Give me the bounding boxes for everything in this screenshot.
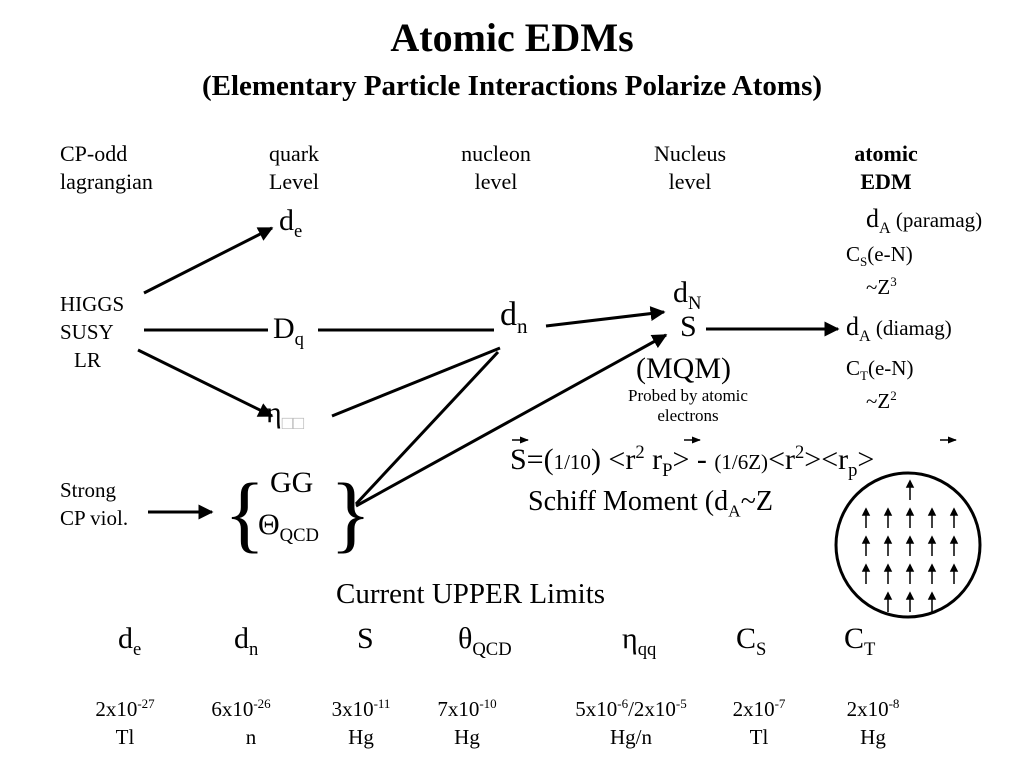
quark-gg: GG xyxy=(270,466,314,499)
quark-de: de xyxy=(279,204,303,242)
spin-arrow-head xyxy=(883,563,893,572)
nucleus-schiff-s: S xyxy=(680,310,697,343)
nucleus-mqm: (MQM) xyxy=(636,352,731,385)
arrow-theta-to-s xyxy=(355,333,668,508)
spin-arrow-head xyxy=(883,535,893,544)
probed-note: Probed by atomic electrons xyxy=(628,386,748,425)
arrow-higgs-to-de xyxy=(143,226,274,295)
quark-dq: Dq xyxy=(273,312,304,350)
spin-arrow-head xyxy=(905,563,915,572)
limit-value-eta: 5x10-6/2x10-5 Hg/n xyxy=(575,696,687,749)
spin-arrow-head xyxy=(949,563,959,572)
arrow-higgs-to-eta xyxy=(137,348,274,418)
slide-subtitle: (Elementary Particle Interactions Polari… xyxy=(201,70,823,102)
spin-arrow-head xyxy=(927,591,937,600)
nucleus-circle xyxy=(834,471,982,619)
spin-arrows xyxy=(861,479,959,612)
left-brace: { xyxy=(224,465,266,561)
limit-symbol-de: de xyxy=(118,622,142,660)
limit-value-de: 2x10-27 Tl xyxy=(95,696,155,749)
limit-symbol-theta: θQCD xyxy=(458,622,512,660)
slide-title: Atomic EDMs xyxy=(390,15,634,60)
spin-arrow-head xyxy=(861,507,871,516)
line-theta-to-dn xyxy=(354,350,500,506)
atomic-da-paramag: dA (paramag) xyxy=(866,204,983,238)
spin-arrow-head xyxy=(905,507,915,516)
arrow-dn-to-s xyxy=(545,306,666,328)
limit-symbol-dn: dn xyxy=(234,622,259,660)
spin-arrow-head xyxy=(905,535,915,544)
limit-value-s: 3x10-11 Hg xyxy=(331,696,391,749)
limit-value-ct: 2x10-8 Hg xyxy=(846,696,900,749)
limit-value-cs: 2x10-7 Tl xyxy=(732,696,786,749)
nucleon-dn: dn xyxy=(500,296,528,338)
atomic-z3: ~Z3 xyxy=(866,274,897,299)
limit-symbol-s: S xyxy=(357,622,374,655)
limits-heading: Current UPPER Limits xyxy=(336,578,606,610)
spin-arrow-head xyxy=(883,591,893,600)
spin-arrow-head xyxy=(905,479,915,488)
spin-arrow-head xyxy=(927,535,937,544)
nucleus-dN: dN xyxy=(673,276,702,314)
source-strong-cp: Strong CP viol. xyxy=(60,478,129,530)
spin-arrow-head xyxy=(949,507,959,516)
spin-arrow-head xyxy=(905,591,915,600)
quark-theta-qcd: ΘQCD xyxy=(258,508,319,546)
schiff-formula: S=(1/10) <r2 rP> - (1/6Z)<r2><rp> xyxy=(510,442,875,481)
right-brace: } xyxy=(330,465,372,561)
spin-arrow-head xyxy=(927,507,937,516)
atomic-da-diamag: dA (diamag) xyxy=(846,312,952,346)
source-higgs-susy-lr: HIGGS SUSY LR xyxy=(60,292,125,372)
limit-value-theta: 7x10-10 Hg xyxy=(437,696,497,749)
limit-symbol-ct: CT xyxy=(844,622,876,660)
atomic-z2: ~Z2 xyxy=(866,388,897,413)
limit-symbol-eta: ηqq xyxy=(622,622,657,660)
schiff-moment-label: Schiff Moment (dA~Z xyxy=(528,486,773,521)
line-eta-to-dn xyxy=(331,346,501,418)
atomic-cs: CS(e-N) xyxy=(846,242,913,270)
spin-arrow-head xyxy=(927,563,937,572)
limit-symbol-cs: CS xyxy=(736,622,767,660)
spin-arrow-head xyxy=(861,563,871,572)
spin-arrow-head xyxy=(861,535,871,544)
spin-arrow-head xyxy=(949,535,959,544)
atomic-ct: CT(e-N) xyxy=(846,356,914,384)
spin-arrow-head xyxy=(883,507,893,516)
limit-value-dn: 6x10-26 n xyxy=(211,696,271,749)
